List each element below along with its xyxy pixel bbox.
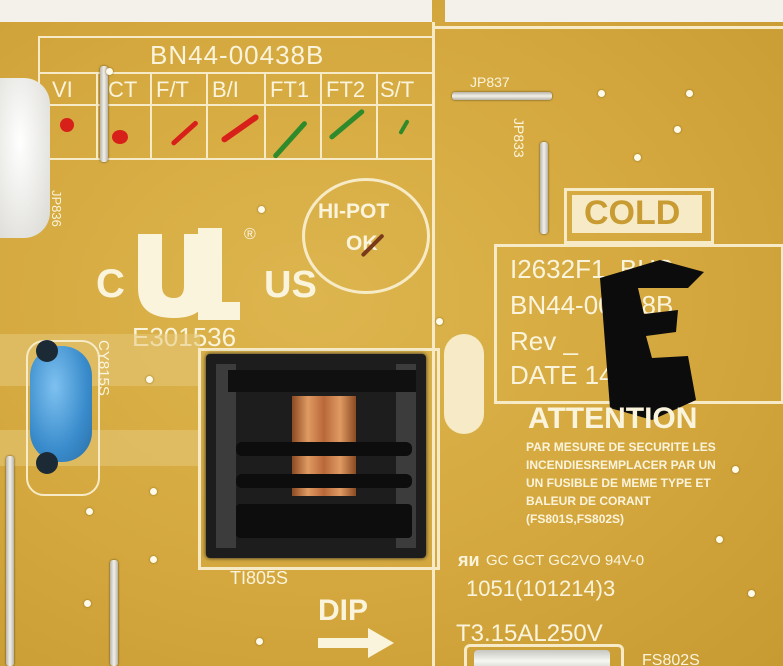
qc-table-bottom (38, 158, 432, 160)
capacitor-label: CY815S (95, 340, 112, 396)
qc-header-ct: CT (108, 77, 138, 102)
top-paper-strip-right (445, 0, 783, 22)
transformer-bar-1 (236, 442, 412, 456)
transformer-top-bar (228, 370, 416, 392)
qc-table-col-2 (150, 74, 152, 160)
qc-table-col-5 (320, 74, 322, 160)
via-hole (258, 206, 265, 213)
date-code: 1051(101214)3 (466, 576, 616, 601)
capacitor-leg-bottom (36, 452, 58, 474)
via-hole (686, 90, 693, 97)
attention-line-4: BALEUR DE CORANT (526, 494, 651, 508)
qc-table-col-1 (96, 74, 98, 160)
hipot-line1: HI-POT (318, 200, 390, 223)
via-hole (436, 318, 443, 325)
via-hole (732, 466, 739, 473)
dip-label: DIP (318, 594, 369, 627)
via-hole (146, 376, 153, 383)
ul-prefix: C (96, 262, 125, 306)
via-hole (106, 68, 113, 75)
fuse-body (474, 650, 610, 666)
dip-arrow-icon (318, 628, 394, 658)
qc-mark-st (398, 119, 410, 135)
fuse-ref: FS802S (642, 652, 700, 666)
transformer-label: TI805S (230, 568, 289, 588)
ul-suffix: US (264, 264, 317, 306)
via-hole (84, 600, 91, 607)
via-hole (634, 154, 641, 161)
cold-label-bg (572, 195, 702, 233)
via-hole (598, 90, 605, 97)
jp833-label: JP833 (511, 118, 527, 158)
ul-registered-icon: ® (244, 226, 256, 243)
cold-box (564, 188, 714, 244)
attention-line-5: (FS801S,FS802S) (526, 512, 625, 526)
via-hole (150, 488, 157, 495)
attention-title: ATTENTION (528, 402, 698, 435)
top-paper-strip-left (0, 0, 432, 22)
capacitor-cy815s (30, 346, 92, 462)
transformer-outline (198, 348, 440, 570)
qc-table-mid (38, 72, 432, 74)
model-number-top: BN44-00438B (150, 40, 325, 70)
white-connector (0, 78, 50, 238)
qc-table-col-6 (376, 74, 378, 160)
qc-header-vi: VI (52, 77, 73, 102)
zone-top-line (435, 26, 783, 29)
transformer-frame-right (396, 364, 416, 548)
jumper-jp836 (100, 66, 108, 162)
qc-table-top (38, 36, 432, 38)
qc-mark-vi (60, 118, 74, 132)
qc-header-st: S/T (380, 77, 415, 102)
via-hole (256, 638, 263, 645)
qc-table-col-3 (206, 74, 208, 160)
wire-left-lower (6, 456, 14, 666)
zone-divider-vertical (432, 22, 435, 666)
qc-mark-bi (220, 113, 260, 144)
via-hole (86, 508, 93, 515)
attention-line-3: UN FUSIBLE DE MEME TYPE ET (526, 476, 711, 490)
ur-mark-icon: яи (458, 550, 480, 570)
fuse-rating: T3.15AL250V (456, 620, 603, 647)
qc-header-ft1: FT1 (270, 77, 310, 102)
attention-line-1: PAR MESURE DE SECURITE LES (526, 440, 716, 454)
qc-table-col-4 (264, 74, 266, 160)
capacitor-outline (26, 340, 100, 496)
qc-table-header-bottom (38, 104, 432, 106)
hipot-circle (302, 178, 430, 294)
jp836-label: JP836 (49, 190, 64, 227)
capacitor-leg-top (36, 340, 58, 362)
attention-line-2: INCENDIESREMPLACER PAR UN (526, 458, 716, 472)
jumper-jp833 (540, 142, 548, 234)
qc-mark-ft2 (328, 108, 366, 141)
cold-label: COLD (584, 194, 681, 232)
qc-mark-ft1 (272, 120, 308, 160)
via-hole (716, 536, 723, 543)
ul-logo-icon (128, 224, 246, 324)
qc-mark-ft (170, 119, 199, 147)
via-hole (674, 126, 681, 133)
transformer-bar-2 (236, 474, 412, 488)
via-hole (748, 590, 755, 597)
jumper-jp837 (452, 92, 552, 100)
transformer-frame-left (216, 364, 236, 548)
fuse-outline (464, 644, 624, 666)
marker-redaction (592, 258, 712, 426)
jp837-label: JP837 (470, 74, 510, 90)
transformer-bar-3 (236, 504, 412, 538)
qc-header-ft: F/T (156, 77, 189, 102)
qc-mark-ct (112, 130, 128, 144)
white-oval-pad (444, 334, 484, 434)
qc-header-ft2: FT2 (326, 77, 366, 102)
via-hole (150, 556, 157, 563)
qc-header-bi: B/I (212, 77, 239, 102)
label-line-3: Rev _ (510, 326, 578, 356)
cert-line: GC GCT GC2VO 94V-0 (486, 552, 645, 569)
wire-left-center (110, 560, 118, 666)
